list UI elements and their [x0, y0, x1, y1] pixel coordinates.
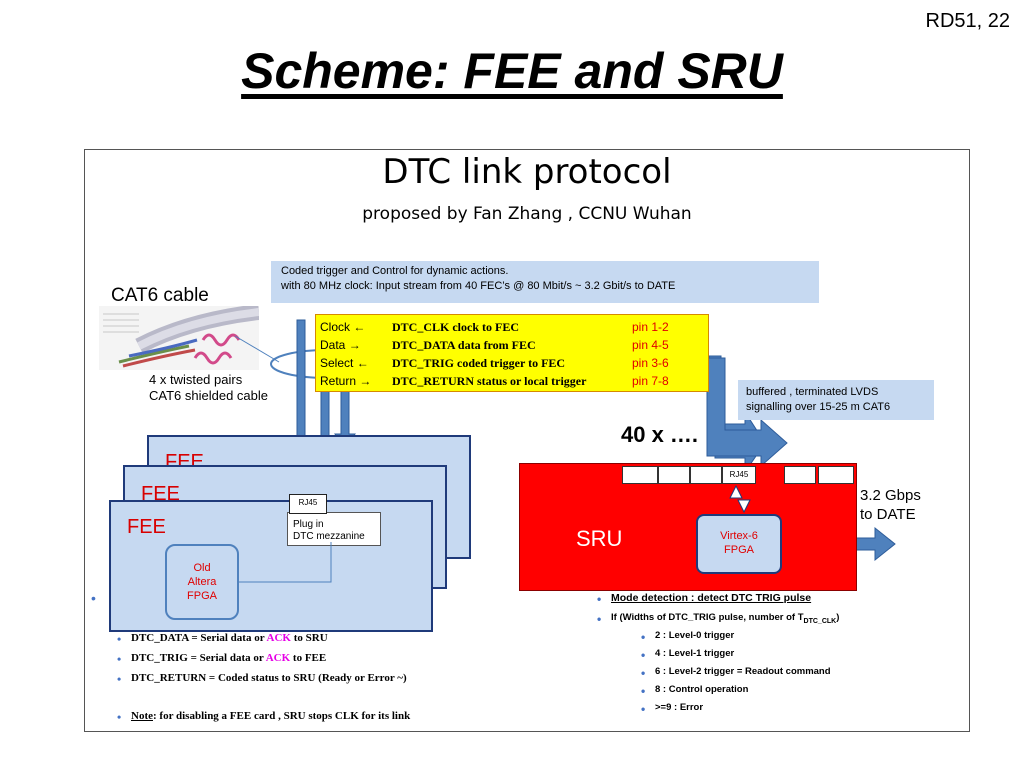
coded-trigger-line2: with 80 MHz clock: Input stream from 40 … — [281, 280, 676, 292]
lvds-note: buffered , terminated LVDS signalling ov… — [738, 380, 934, 420]
fee-rj45-port: RJ45 — [289, 494, 327, 514]
virtex-line2: FPGA — [724, 544, 754, 556]
fpga-line1: Old — [193, 562, 211, 574]
mezzanine-line1: Plug in — [293, 519, 324, 530]
fpga-connector-line — [239, 542, 332, 583]
sru-port — [818, 466, 854, 484]
date-line1: 3.2 Gbps — [860, 487, 921, 504]
altera-fpga: Old Altera FPGA — [165, 544, 239, 620]
fpga-line3: FPGA — [187, 590, 217, 602]
twisted-pairs-line2: CAT6 shielded cable — [149, 388, 268, 403]
signal-pin: pin 1-2 — [632, 320, 669, 334]
coded-trigger-line1: Coded trigger and Control for dynamic ac… — [281, 265, 509, 277]
fec-count-label: 40 x …. — [621, 422, 699, 447]
lvds-line2: signalling over 15-25 m CAT6 — [746, 401, 891, 413]
mode-item: •2 : Level-0 trigger — [641, 630, 735, 644]
rj45-fpga-arrows — [729, 484, 751, 514]
signal-row-select: Select ← DTC_TRIG coded trigger to FEC p… — [320, 354, 704, 372]
mezzanine-line2: DTC mezzanine — [293, 531, 365, 542]
date-link-label: 3.2 Gbps to DATE — [860, 486, 921, 524]
note-item: •Note: for disabling a FEE card , SRU st… — [117, 710, 411, 724]
mode-item: •4 : Level-1 trigger — [641, 648, 735, 662]
mode-widths: •If (Widths of DTC_TRIG pulse, number of… — [597, 612, 840, 626]
signal-pinout-table: Clock ← DTC_CLK clock to FEC pin 1-2 Dat… — [315, 314, 709, 392]
signal-name: Return → — [320, 374, 372, 388]
signal-row-clock: Clock ← DTC_CLK clock to FEC pin 1-2 — [320, 318, 704, 336]
signal-description: DTC_TRIG coded trigger to FEC — [392, 356, 566, 370]
signal-pin: pin 3-6 — [632, 356, 669, 370]
signal-row-return: Return → DTC_RETURN status or local trig… — [320, 372, 704, 390]
signal-description: DTC_RETURN status or local trigger — [392, 374, 587, 388]
signal-row-data: Data → DTC_DATA data from FEC pin 4-5 — [320, 336, 704, 354]
mode-item: •8 : Control operation — [641, 684, 749, 698]
figure-title: DTC link protocol — [382, 152, 672, 192]
signal-name: Clock ← — [320, 320, 366, 334]
legend-item: •DTC_TRIG = Serial data or ACK to FEE — [117, 652, 327, 666]
signal-name: Data → — [320, 338, 361, 352]
figure-subtitle: proposed by Fan Zhang , CCNU Wuhan — [362, 204, 692, 224]
sru-port — [690, 466, 722, 484]
mode-item: •6 : Level-2 trigger = Readout command — [641, 666, 831, 680]
twisted-pairs-line1: 4 x twisted pairs — [149, 372, 243, 387]
mode-heading: •Mode detection : detect DTC TRIG pulse — [597, 592, 812, 606]
slide-number: RD51, 22 — [925, 10, 1011, 32]
signal-description: DTC_DATA data from FEC — [392, 338, 536, 352]
slide-title: Scheme: FEE and SRU — [241, 43, 783, 99]
virtex-line1: Virtex-6 — [720, 530, 758, 542]
lvds-line1: buffered , terminated LVDS — [746, 386, 879, 398]
legend-item: •DTC_RETURN = Coded status to SRU (Ready… — [117, 672, 407, 686]
cat6-cable-image — [99, 306, 259, 370]
mode-item: •>=9 : Error — [641, 702, 704, 716]
signal-name: Select ← — [320, 356, 369, 370]
signal-description: DTC_CLK clock to FEC — [392, 320, 519, 334]
fee-card-front: FEE Plug in DTC mezzanine RJ45 Old Alter… — [109, 494, 433, 632]
signal-pin: pin 7-8 — [632, 374, 669, 388]
fpga-line2: Altera — [187, 576, 217, 588]
twisted-pairs-label: 4 x twisted pairs CAT6 shielded cable — [149, 372, 268, 404]
coded-trigger-note: Coded trigger and Control for dynamic ac… — [271, 261, 819, 303]
bullet-marker: • — [91, 590, 96, 606]
legend-item: •DTC_DATA = Serial data or ACK to SRU — [117, 632, 328, 646]
sru-port — [658, 466, 690, 484]
fee-label: FEE — [127, 516, 166, 538]
signal-pin: pin 4-5 — [632, 338, 669, 352]
sru-port — [784, 466, 816, 484]
date-line2: to DATE — [860, 506, 916, 523]
sru-board: RJ45 SRU Virtex-6 FPGA — [519, 463, 857, 591]
cat6-cable-label: CAT6 cable — [111, 285, 209, 306]
virtex-fpga: Virtex-6 FPGA — [696, 514, 782, 574]
diagram-figure: DTC link protocol proposed by Fan Zhang … — [84, 149, 970, 732]
sru-port — [622, 466, 658, 484]
fee-label: FEE — [141, 483, 180, 505]
sru-rj45-port: RJ45 — [722, 466, 756, 484]
sru-label: SRU — [576, 526, 623, 551]
dtc-mezzanine: Plug in DTC mezzanine — [287, 512, 381, 546]
